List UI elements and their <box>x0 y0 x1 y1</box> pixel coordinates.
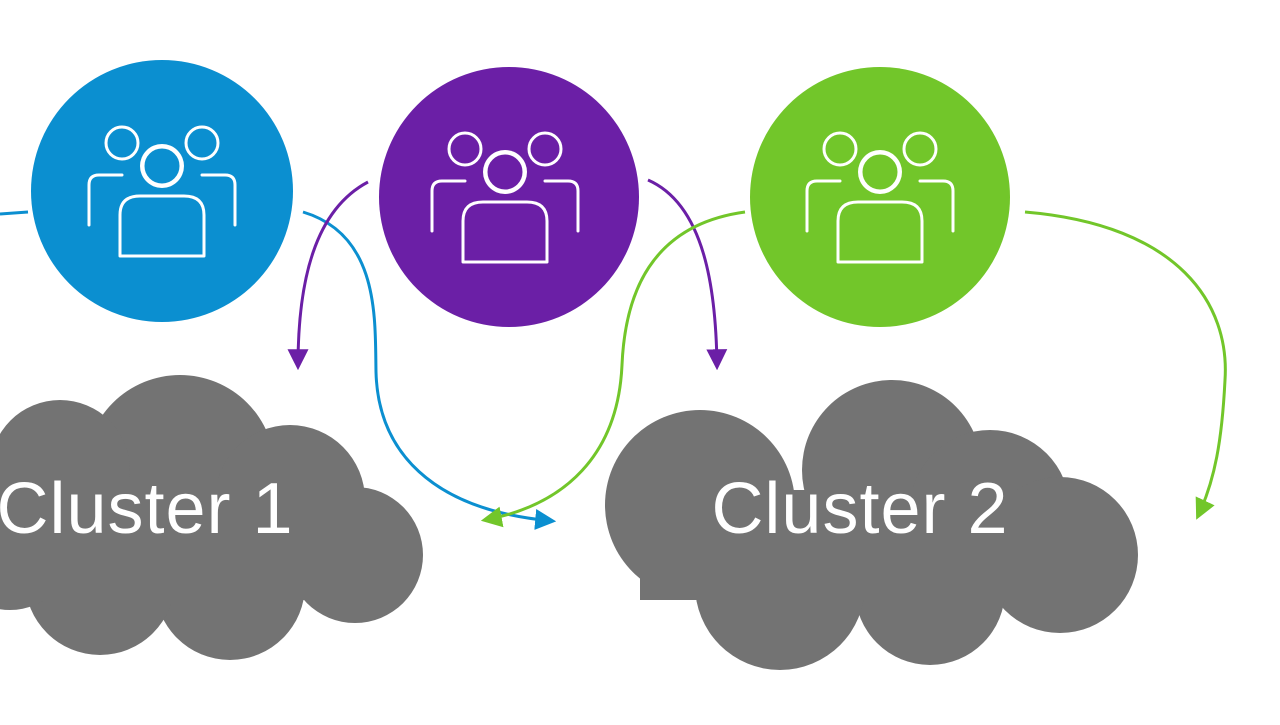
team-purple-connectors <box>287 178 728 371</box>
team-purple-to-cluster-2-arrow <box>647 178 728 371</box>
cluster-1-cloud: Cluster 1 <box>0 375 423 660</box>
cluster-2-label: Cluster 2 <box>711 469 1008 549</box>
team-purple-node <box>379 67 639 327</box>
team-blue-connectors <box>0 210 557 530</box>
team-purple-to-cluster-1-arrow <box>287 180 369 371</box>
team-blue-node <box>31 60 293 322</box>
team-green-to-right-arrow <box>1024 210 1227 520</box>
cluster-2-cloud: Cluster 2 <box>605 380 1138 670</box>
team-green-connectors <box>480 210 1227 528</box>
team-blue-incoming-line <box>0 210 29 216</box>
team-green-to-center-arrow <box>480 210 746 528</box>
team-blue-to-center-arrow <box>302 210 557 530</box>
team-green-node <box>750 67 1010 327</box>
cluster-1-label: Cluster 1 <box>0 469 294 549</box>
